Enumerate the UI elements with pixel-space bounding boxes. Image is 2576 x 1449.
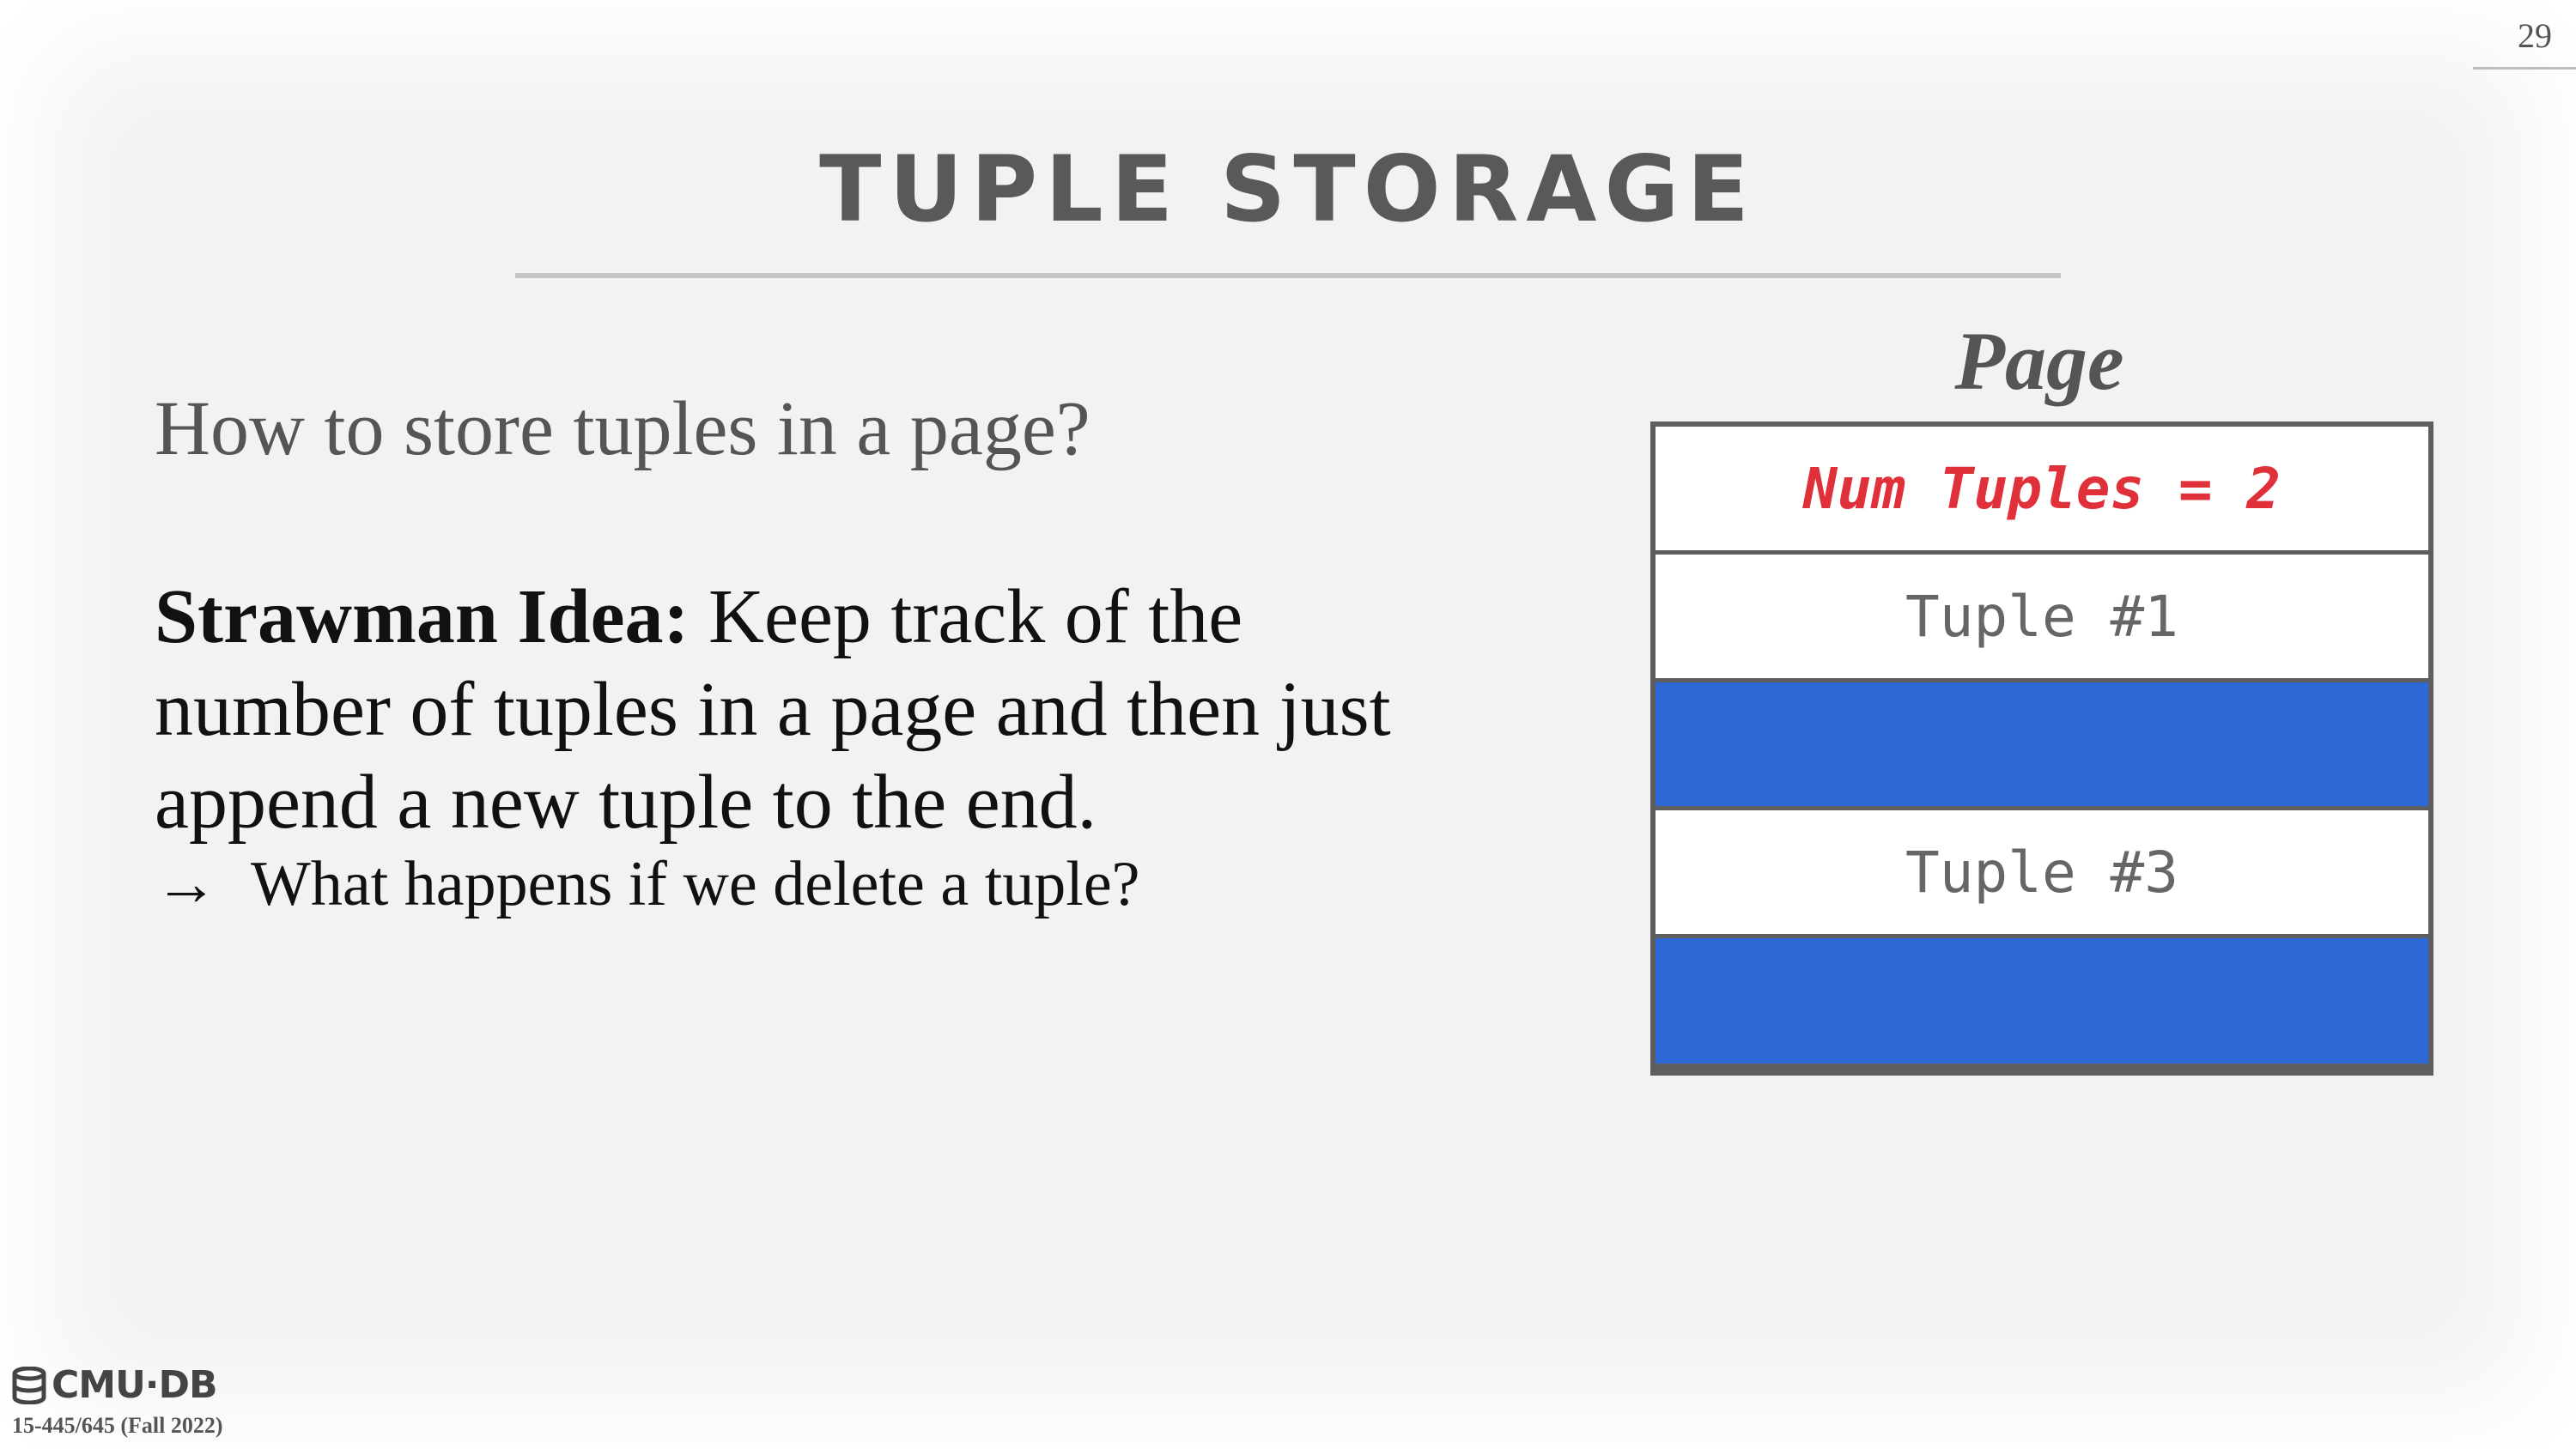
question-text: How to store tuples in a page? (155, 386, 1091, 471)
strawman-idea: Strawman Idea: Keep track of the number … (155, 571, 1408, 849)
tuple-slot-1: Tuple #1 (1656, 555, 2428, 678)
idea-lead: Strawman Idea: (155, 574, 690, 659)
page-diagram-label: Page (1954, 315, 2124, 407)
cmu-db-logo: CMU·DB (12, 1363, 218, 1407)
tuple-slot-3: Tuple #3 (1656, 810, 2428, 934)
sub-bullet: → What happens if we delete a tuple? (155, 849, 1140, 919)
free-slot (1656, 938, 2428, 1064)
page-number-rule (2473, 67, 2576, 70)
title-rule (515, 273, 2061, 278)
slide-title: TUPLE STORAGE (819, 136, 1757, 242)
free-slot (1656, 682, 2428, 806)
database-icon (12, 1366, 46, 1404)
page-number: 29 (2518, 16, 2552, 55)
num-tuples-header: Num Tuples = 2 (1656, 427, 2428, 550)
logo-text: CMU·DB (52, 1363, 218, 1407)
idea-text: Keep track of the number of tuples in a … (155, 574, 1391, 845)
arrow-icon: → (155, 849, 218, 919)
course-label: 15-445/645 (Fall 2022) (12, 1413, 223, 1438)
sub-bullet-text: What happens if we delete a tuple? (251, 849, 1140, 919)
page-diagram: Num Tuples = 2 Tuple #1 Tuple #3 (1650, 421, 2433, 1076)
